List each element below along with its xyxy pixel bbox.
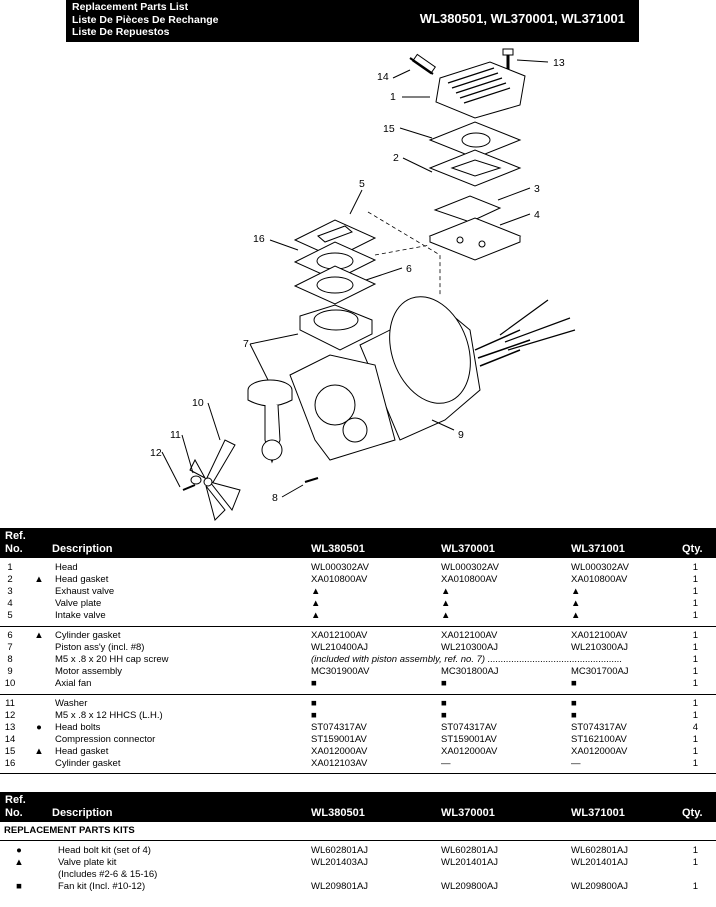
col-ref-line2: No.: [5, 807, 23, 819]
cylinder-gasket-16: [293, 241, 377, 281]
head-gasket: [428, 121, 522, 159]
table-row: 14 Compression connector ST159001AV ST15…: [4, 734, 698, 745]
col-ref-line1: Ref.: [5, 794, 26, 806]
table-row: 15 ▲ Head gasket XA012000AV XA012000AV X…: [4, 746, 698, 757]
motor-assembly: [359, 296, 576, 441]
col-ref-line2: No.: [5, 543, 23, 555]
model-numbers: WL380501, WL370001, WL371001: [419, 11, 625, 26]
table-row: 2 ▲ Head gasket XA010800AV XA010800AV XA…: [7, 574, 698, 585]
col-model-3: WL371001: [571, 543, 625, 555]
cap-screw: [304, 477, 319, 483]
table-row: 13 ● Head bolts ST074317AV ST074317AV ST…: [4, 722, 698, 733]
col-qty: Qty.: [682, 543, 703, 555]
table-row: 11 Washer ■ ■ ■ 1: [5, 698, 698, 709]
callout-13: 13: [553, 57, 565, 69]
callout-7: 7: [243, 338, 249, 350]
axial-fan: [189, 439, 241, 521]
header-titles: Replacement Parts List Liste De Pièces D…: [72, 1, 218, 39]
col-model-3: WL371001: [571, 807, 625, 819]
callout-15: 15: [383, 123, 395, 135]
header-bar: Replacement Parts List Liste De Pièces D…: [66, 0, 639, 42]
callout-3: 3: [534, 183, 540, 195]
table-row: 10 Axial fan ■ ■ ■ 1: [4, 678, 698, 689]
col-model-2: WL370001: [441, 807, 495, 819]
group-divider: [0, 626, 716, 627]
cylinder: [299, 304, 373, 351]
col-ref-line1: Ref.: [5, 530, 26, 542]
compression-connector: [409, 53, 437, 75]
title-fr: Liste De Pièces De Rechange: [72, 13, 219, 26]
col-description: Description: [52, 543, 113, 555]
washer: [190, 475, 202, 485]
callout-1: 1: [390, 91, 396, 103]
crankcase-frame: [289, 354, 396, 461]
fan-screw: [182, 484, 196, 491]
table-row: ■ Fan kit (Incl. #10-12) WL209801AJ WL20…: [16, 881, 698, 892]
title-en: Replacement Parts List: [72, 1, 189, 13]
table-row: 16 Cylinder gasket XA012103AV — — 1: [4, 758, 698, 769]
callout-6: 6: [406, 263, 412, 275]
section-divider: [0, 840, 716, 841]
table-row: 9 Motor assembly MC301900AV MC301800AJ M…: [7, 666, 698, 677]
table2-header: Ref. No. Description WL380501 WL370001 W…: [0, 792, 716, 822]
callout-2: 2: [393, 152, 399, 164]
exhaust-valve: [433, 195, 502, 223]
group-divider: [0, 694, 716, 695]
piston-assembly: [247, 379, 293, 464]
callout-5: 5: [359, 178, 365, 190]
table-row: 8 M5 x .8 x 20 HH cap screw (included wi…: [7, 654, 698, 665]
callout-4: 4: [534, 209, 540, 221]
table1-header: Ref. No. Description WL380501 WL370001 W…: [0, 528, 716, 558]
callout-9: 9: [458, 429, 464, 441]
table-row: ▲ Valve plate kit WL201403AJ WL201401AJ …: [14, 857, 698, 868]
callout-8: 8: [272, 492, 278, 504]
col-description: Description: [52, 807, 113, 819]
exploded-parts-diagram: 14 13 1 15 2 3 4 5 16 6 7 10 11 12 9 8: [150, 48, 576, 521]
col-model-1: WL380501: [311, 543, 365, 555]
valve-plate: [428, 217, 522, 261]
callout-11: 11: [170, 429, 181, 441]
col-model-1: WL380501: [311, 807, 365, 819]
head-gasket-2: [428, 149, 522, 187]
table-row: ● Head bolt kit (set of 4) WL602801AJ WL…: [16, 845, 698, 856]
callout-16: 16: [253, 233, 265, 245]
included-note: (included with piston assembly, ref. no.…: [311, 654, 623, 665]
table-row: 4 Valve plate ▲ ▲ ▲ 1: [7, 598, 698, 609]
callout-14: 14: [377, 71, 389, 83]
callout-10: 10: [192, 397, 204, 409]
table-row: 7 Piston ass'y (incl. #8) WL210400AJ WL2…: [7, 642, 698, 653]
cylinder-gasket-6: [293, 265, 377, 305]
title-es: Liste De Repuestos: [72, 26, 170, 38]
table-row: 1 Head WL000302AV WL000302AV WL000302AV …: [7, 562, 698, 573]
cylinder-head: [435, 61, 526, 119]
col-qty: Qty.: [682, 807, 703, 819]
table-row: 5 Intake valve ▲ ▲ ▲ 1: [7, 610, 698, 621]
table-row: 12 M5 x .8 x 12 HHCS (L.H.) ■ ■ ■ 1: [4, 710, 698, 721]
table-row: (Includes #2-6 & 15-16): [58, 869, 158, 880]
group-divider: [0, 773, 716, 774]
col-model-2: WL370001: [441, 543, 495, 555]
table-row: 6 ▲ Cylinder gasket XA012100AV XA012100A…: [7, 630, 698, 641]
callout-12: 12: [150, 447, 162, 459]
section-title: REPLACEMENT PARTS KITS: [4, 825, 135, 836]
table-row: 3 Exhaust valve ▲ ▲ ▲ 1: [7, 586, 698, 597]
